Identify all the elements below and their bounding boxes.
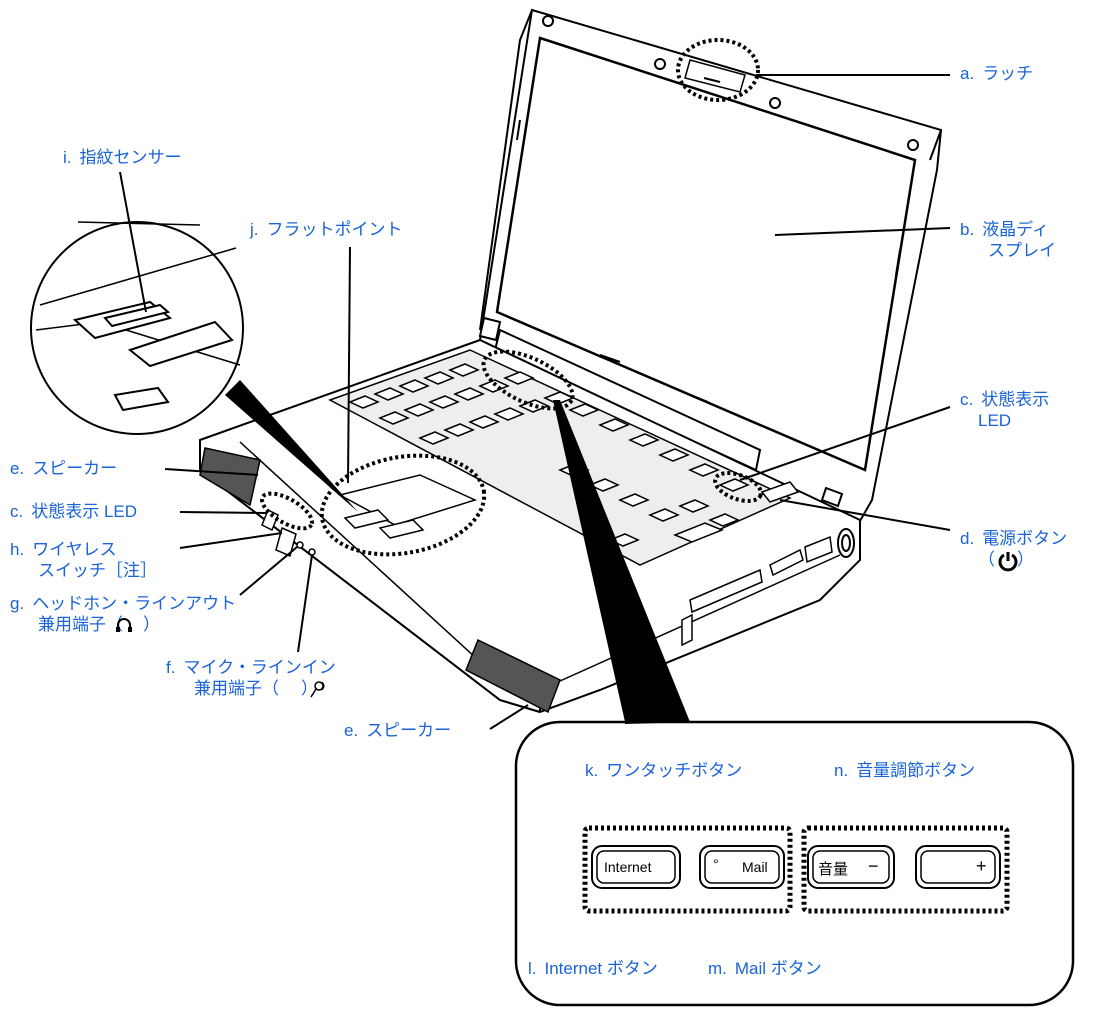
status-led-highlight [713,471,763,503]
volume-down-button: 音量 [818,861,849,878]
label-mic-jack: f.マイク・ラインイン 兼用端子（） [166,658,336,698]
hinge [478,316,844,508]
label-speaker-left: e.スピーカー [10,459,118,478]
plus-icon: + [976,856,987,876]
label-fingerprint-sensor: i.指紋センサー [63,148,182,167]
label-flat-point: j.フラットポイント [250,220,403,239]
side-ports [261,508,833,647]
speaker-left [199,447,261,507]
internet-button: Internet [604,859,652,875]
label-mail-button: m.Mail ボタン [708,959,822,978]
minus-icon: − [868,856,879,876]
touchpad-highlight [319,453,487,557]
label-wireless-switch: h.ワイヤレス スイッチ［注］ [10,540,157,580]
speaker-front [465,638,561,714]
zoom-cone [225,380,358,512]
mail-dot-icon: ° [713,856,719,872]
microphone-icon [310,681,325,698]
label-status-led-right: c.状態表示 LED [960,390,1050,430]
keyboard [328,349,792,566]
onetouch-highlight [481,349,575,411]
onetouch-group-outline [582,825,793,914]
label-internet-button: l.Internet ボタン [528,959,658,978]
inset-box [514,720,1075,1007]
power-button [760,481,800,503]
volume-group-outline [801,825,1010,914]
label-speaker-front: e.スピーカー [344,721,452,740]
label-status-led-left: c.状態表示 LED [10,502,138,521]
label-power-button: d.電源ボタン （） [960,529,1068,569]
power-icon [998,552,1018,572]
label-lcd-display: b.液晶ディ スプレイ [960,220,1056,260]
latch-highlight [676,38,760,102]
label-headphone-jack: g.ヘッドホン・ラインアウト 兼用端子（） [10,594,237,634]
label-latch: a.ラッチ [960,64,1034,83]
touchpad [337,474,478,539]
inset-cone [553,400,690,722]
headphone-icon [116,618,132,632]
label-volume-buttons: n.音量調節ボタン [834,761,976,780]
left-led-highlight [260,491,314,531]
fingerprint-zoom [30,221,244,435]
label-onetouch-buttons: k.ワンタッチボタン [585,761,743,780]
mail-button: Mail [742,859,768,875]
